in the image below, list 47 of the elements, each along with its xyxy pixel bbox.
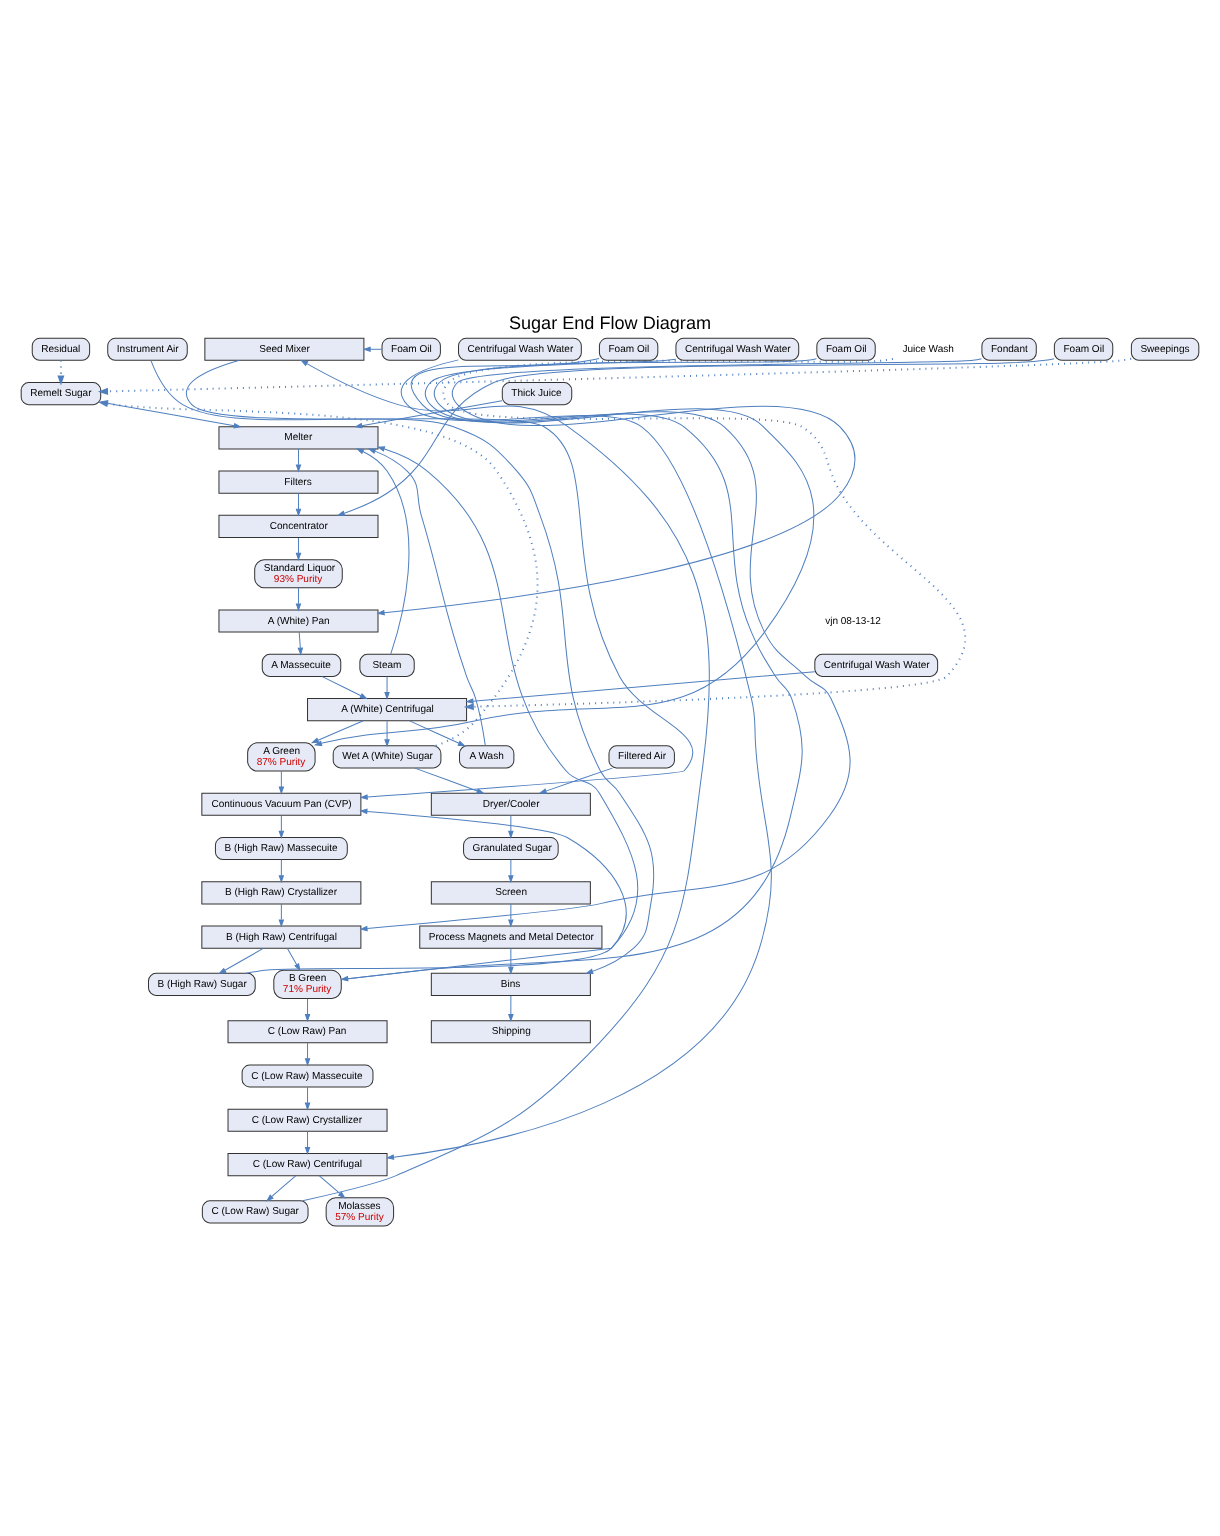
arrow bbox=[465, 671, 816, 704]
arrow bbox=[278, 903, 285, 928]
arrow bbox=[295, 537, 302, 561]
arrow bbox=[414, 767, 485, 794]
arrow bbox=[304, 998, 311, 1023]
arrow bbox=[355, 448, 410, 655]
arrow bbox=[384, 720, 390, 748]
arrow bbox=[313, 358, 817, 746]
arrow bbox=[295, 587, 302, 612]
arrow bbox=[278, 770, 285, 795]
arrow bbox=[508, 948, 514, 975]
arrow bbox=[442, 357, 966, 711]
arrow bbox=[278, 859, 285, 884]
arrow bbox=[538, 767, 613, 794]
arrow bbox=[278, 814, 285, 839]
arrow bbox=[354, 400, 503, 429]
arrow bbox=[508, 995, 514, 1023]
arrow bbox=[362, 346, 383, 353]
arrow bbox=[336, 358, 1055, 516]
arrow bbox=[318, 1175, 346, 1199]
arrow bbox=[508, 903, 514, 928]
arrow bbox=[97, 400, 539, 747]
arrow bbox=[367, 448, 486, 747]
arrow bbox=[97, 357, 1132, 395]
arrow bbox=[385, 359, 772, 1160]
arrow bbox=[508, 814, 514, 839]
arrow bbox=[341, 808, 627, 980]
arrow bbox=[295, 448, 302, 473]
arrow bbox=[310, 720, 364, 744]
arrow bbox=[304, 1042, 311, 1067]
arrow bbox=[321, 676, 368, 700]
arrow bbox=[150, 359, 655, 974]
arrow bbox=[265, 1175, 297, 1202]
arrow bbox=[218, 947, 264, 975]
diagram-title: Sugar End Flow Diagram bbox=[508, 312, 712, 333]
arrow bbox=[295, 492, 302, 517]
arrow bbox=[384, 676, 390, 700]
arrow bbox=[376, 358, 983, 616]
arrow bbox=[340, 357, 803, 982]
arrow bbox=[300, 359, 710, 1202]
arrow bbox=[286, 948, 301, 972]
arrow bbox=[304, 1086, 311, 1111]
arrow bbox=[304, 1131, 311, 1155]
arrow bbox=[297, 631, 304, 656]
arrow bbox=[186, 359, 694, 800]
arrow bbox=[508, 859, 514, 884]
arrow bbox=[409, 720, 466, 747]
